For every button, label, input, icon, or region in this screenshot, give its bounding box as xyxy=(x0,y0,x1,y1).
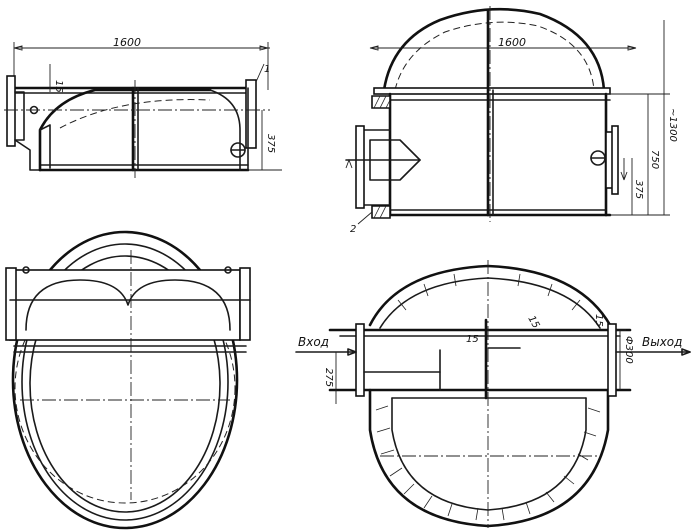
upper-rim xyxy=(373,87,611,95)
baffle-curve xyxy=(38,88,212,172)
bolt xyxy=(22,266,30,274)
left-flange xyxy=(5,267,17,341)
height-label: 375 xyxy=(265,134,276,153)
ring-hatching xyxy=(375,273,601,521)
twin-inlet-curves xyxy=(25,279,231,331)
diameter-label: Ф300 xyxy=(623,336,634,364)
part-label-2: 2 xyxy=(350,224,356,235)
ring-2 xyxy=(21,243,229,521)
outlet-label: Выход xyxy=(642,335,682,349)
side-view-left: 1600 15 375 xyxy=(4,36,282,178)
inlet-flange xyxy=(355,323,365,397)
wall-label-b: 15 xyxy=(525,314,541,331)
length-label: 1600 xyxy=(113,36,141,49)
inner-contour xyxy=(59,99,211,129)
left-flange xyxy=(355,125,365,209)
right-flange-outer xyxy=(611,125,619,195)
leader-2 xyxy=(357,211,373,225)
left-flange xyxy=(6,75,16,147)
inlet-label: Вход xyxy=(298,335,329,349)
lower-arc-outer xyxy=(368,388,610,528)
plan-view-right: Вход Выход 15 15 15 Ф300 275 xyxy=(295,260,691,528)
right-flange xyxy=(239,267,251,341)
total-height-label: ~1300 xyxy=(667,108,678,142)
dome-inner xyxy=(394,21,595,91)
outlet-flange xyxy=(607,323,617,397)
weld-hatching-left xyxy=(371,95,391,219)
low-height-label: 375 xyxy=(633,180,644,199)
ring-3 xyxy=(29,255,221,513)
leader-1 xyxy=(255,63,265,83)
left-nozzle xyxy=(14,91,25,141)
part-label-1: 1 xyxy=(264,64,270,75)
inlet-arrow xyxy=(345,158,353,169)
dim-arrows xyxy=(369,45,637,51)
transverse-duct xyxy=(9,269,241,341)
dim-arrows xyxy=(13,45,269,51)
mid-height-label: 750 xyxy=(649,150,660,169)
plan-view-left xyxy=(5,230,251,530)
length-label: 1600 xyxy=(498,36,526,49)
side-view-right: 1600 xyxy=(345,6,678,235)
outlet-arrow xyxy=(620,158,628,181)
inlet-arrow-head xyxy=(347,348,357,356)
offset-label: 275 xyxy=(323,368,334,387)
outer-ring xyxy=(11,230,239,530)
left-nozzle xyxy=(361,129,391,206)
left-lower-wall xyxy=(14,139,41,171)
wall-label: 15 xyxy=(53,80,64,93)
wall-label-c: 15 xyxy=(593,314,604,327)
right-duct-wall xyxy=(209,89,241,171)
inlet-cone xyxy=(369,139,421,181)
wall-label-a: 15 xyxy=(466,334,479,345)
outlet-arrow-head xyxy=(681,348,691,356)
bolt xyxy=(224,266,232,274)
right-flange xyxy=(245,79,257,149)
lower-arc-inner xyxy=(391,397,587,511)
upper-arc-outer xyxy=(368,264,612,327)
dome-shell xyxy=(382,7,606,92)
baffle-foot xyxy=(39,124,51,169)
